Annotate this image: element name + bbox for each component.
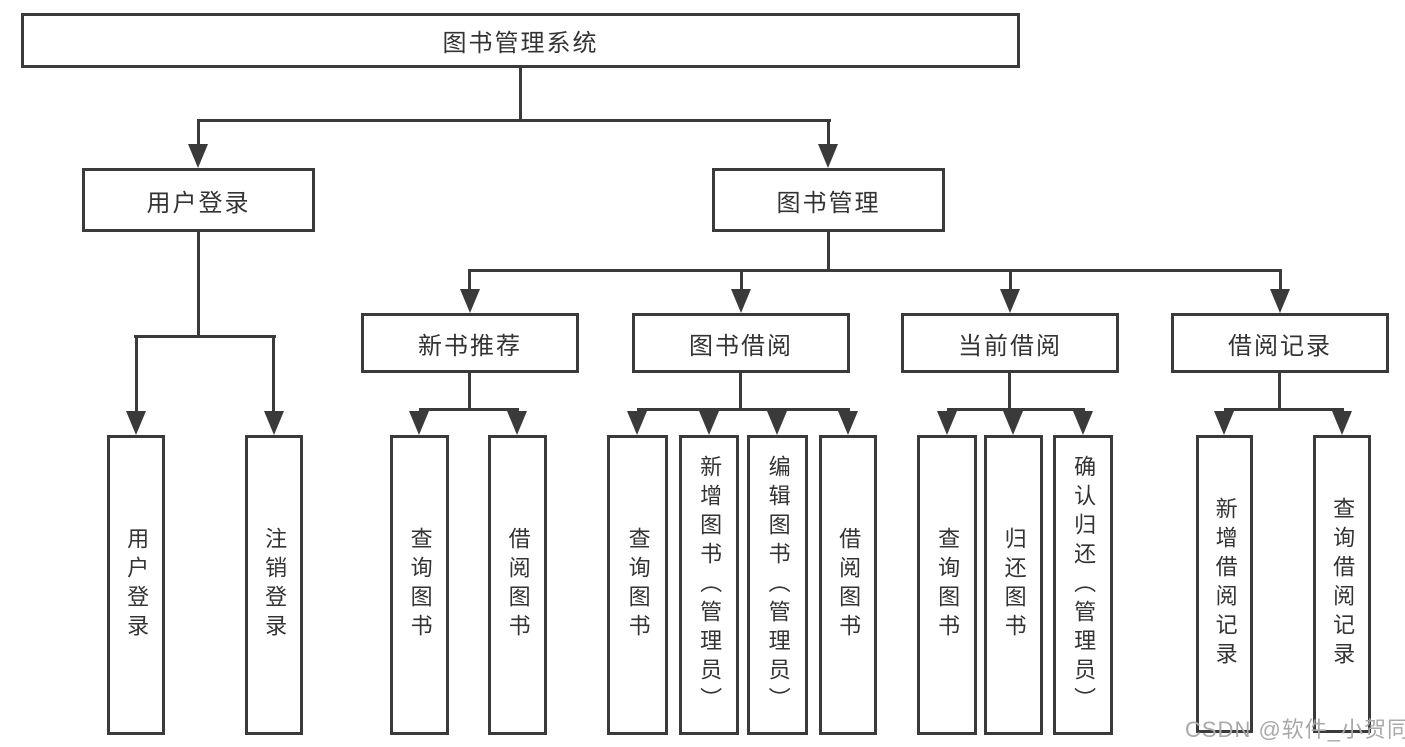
leaf-label: 编辑图书（管理员） [765,454,791,716]
connector-line [419,408,519,411]
csdn-watermark: CSDN @软件_小贺同学 [1185,717,1405,742]
leaf-query-borrow-record: 查询借阅记录 [1313,435,1371,733]
connector-line [827,232,830,272]
node-label: 当前借阅 [958,332,1062,360]
leaf-label: 借阅图书 [505,527,531,643]
connector-line [739,373,742,411]
leaf-borrow-books-recommend: 借阅图书 [488,435,547,735]
arrow-down-icon [264,411,284,435]
node-new-book-recommend: 新书推荐 [361,313,579,373]
connector-line [470,269,1281,272]
connector-line [827,119,830,146]
arrow-down-icon [1000,289,1020,313]
leaf-label: 新增图书（管理员） [697,454,723,716]
arrow-down-icon [126,411,146,435]
node-label: 图书管理系统 [442,30,599,57]
leaf-label: 归还图书 [1001,527,1027,643]
connector-line [637,408,850,411]
node-book-management: 图书管理 [712,168,945,232]
connector-line [197,232,200,338]
arrow-down-icon [507,411,527,435]
arrow-down-icon [731,289,751,313]
arrow-down-icon [767,411,787,435]
connector-line [740,269,743,291]
connector-line [1279,269,1282,291]
arrow-down-icon [1214,411,1234,435]
arrow-down-icon [699,411,719,435]
leaf-return-books: 归还图书 [984,435,1043,735]
connector-line [1008,373,1011,411]
leaf-query-books-recommend: 查询图书 [390,435,449,735]
connector-line [135,335,138,413]
leaf-label: 查询借阅记录 [1330,497,1356,671]
connector-line [1224,408,1344,411]
leaf-user-login: 用户登录 [107,435,165,735]
connector-line [947,408,1085,411]
leaf-label: 查询图书 [407,527,433,643]
connector-line [272,335,275,413]
leaf-add-borrow-record: 新增借阅记录 [1196,435,1253,733]
connector-line [468,269,471,291]
arrow-down-icon [1073,411,1093,435]
leaf-label: 用户登录 [124,527,150,643]
arrow-down-icon [937,411,957,435]
node-user-login: 用户登录 [82,168,315,232]
leaf-logout: 注销登录 [245,435,303,735]
node-label: 图书借阅 [689,332,793,360]
arrow-down-icon [188,144,208,168]
leaf-label: 查询图书 [625,527,651,643]
arrow-down-icon [1003,411,1023,435]
connector-line [1009,269,1012,291]
arrow-down-icon [460,289,480,313]
leaf-borrow-books: 借阅图书 [819,435,877,735]
leaf-confirm-return-admin: 确认归还（管理员） [1053,435,1113,735]
leaf-label: 查询图书 [935,527,961,643]
connector-line [197,119,200,146]
node-label: 新书推荐 [418,332,522,360]
leaf-label: 确认归还（管理员） [1071,454,1097,716]
leaf-query-books-borrow: 查询图书 [607,435,668,735]
leaf-label: 借阅图书 [836,527,862,643]
node-library-system: 图书管理系统 [21,13,1020,68]
connector-line [134,335,276,338]
arrow-down-icon [1270,289,1290,313]
connector-line [1278,373,1281,411]
node-current-borrowing: 当前借阅 [901,313,1119,373]
arrow-down-icon [818,144,838,168]
connector-line [197,119,831,122]
arrow-down-icon [627,411,647,435]
node-book-borrowing: 图书借阅 [632,313,850,373]
node-borrowing-records: 借阅记录 [1171,313,1389,373]
arrow-down-icon [409,411,429,435]
leaf-query-books-current: 查询图书 [917,435,977,735]
leaf-edit-books-admin: 编辑图书（管理员） [747,435,808,735]
node-label: 图书管理 [776,189,881,217]
arrow-down-icon [1332,411,1352,435]
leaf-label: 新增借阅记录 [1212,497,1238,671]
node-label: 用户登录 [146,189,251,217]
leaf-add-books-admin: 新增图书（管理员） [679,435,739,735]
connector-line [468,373,471,411]
leaf-label: 注销登录 [262,527,288,643]
arrow-down-icon [838,411,858,435]
node-label: 借阅记录 [1228,332,1332,360]
connector-line [519,68,522,122]
